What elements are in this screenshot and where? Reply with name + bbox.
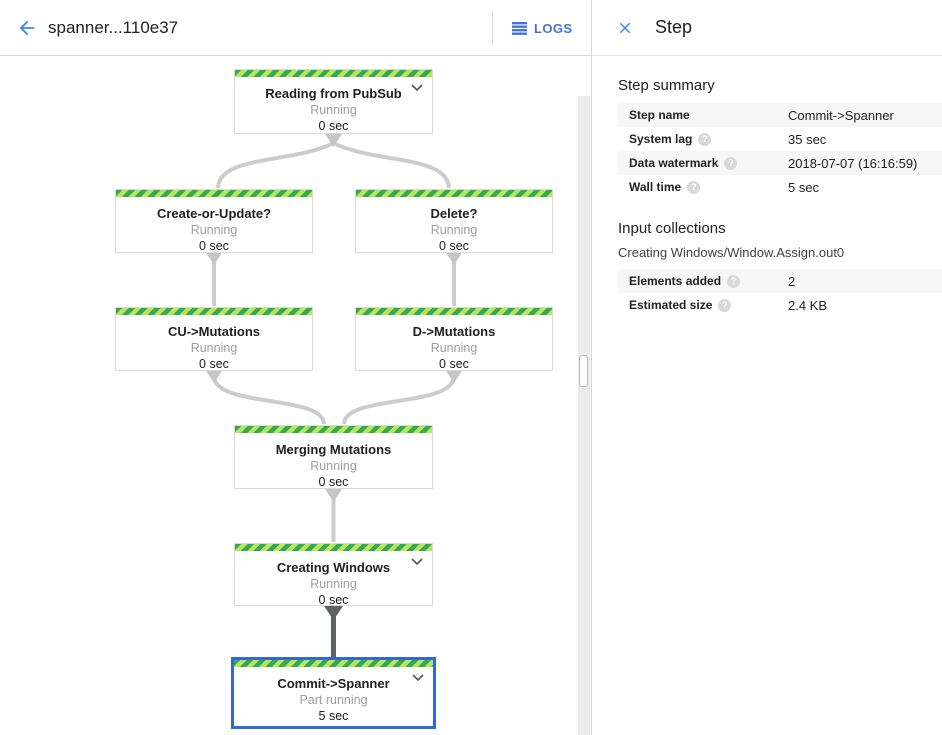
graph-node-d-mutations[interactable]: D->Mutations Running 0 sec — [355, 307, 553, 371]
row-value: 5 sec — [788, 179, 820, 195]
row-label-text: Step name — [629, 108, 690, 122]
node-title: CU->Mutations — [167, 324, 261, 339]
running-stripe — [356, 190, 552, 197]
node-title: Creating Windows — [276, 560, 391, 575]
row-label-text: Elements added — [629, 274, 722, 288]
step-panel-header: Step — [592, 0, 942, 56]
row-label: Elements added ? — [629, 274, 788, 288]
node-title: Merging Mutations — [275, 442, 392, 457]
running-stripe — [116, 190, 312, 197]
node-status: Running — [190, 223, 238, 237]
pipeline-graph: Reading from PubSub Running 0 sec Create… — [0, 57, 591, 735]
close-panel-button[interactable] — [615, 18, 635, 38]
panel-title: Step — [655, 17, 693, 37]
table-row: Data watermark ? 2018-07-07 (16:16:59) — [618, 151, 942, 175]
node-time: 0 sec — [318, 593, 349, 607]
close-icon — [619, 22, 631, 33]
row-label: Step name — [629, 108, 788, 122]
graph-node-cu-mutations[interactable]: CU->Mutations Running 0 sec — [115, 307, 313, 371]
running-stripe — [235, 70, 432, 77]
table-row: Estimated size ? 2.4 KB — [618, 293, 942, 317]
node-time: 0 sec — [318, 475, 349, 489]
graph-node-commit-spanner[interactable]: Commit->Spanner Part running 5 sec — [231, 657, 436, 729]
row-label: Data watermark ? — [629, 156, 788, 170]
table-row: Elements added ? 2 — [618, 269, 942, 293]
node-time: 0 sec — [439, 357, 469, 371]
header-divider — [492, 11, 493, 45]
row-label-text: Data watermark — [629, 156, 719, 170]
graph-edges — [206, 134, 462, 657]
logs-button-label: LOGS — [534, 20, 573, 36]
node-time: 0 sec — [439, 239, 469, 253]
graph-node-create-or-update[interactable]: Create-or-Update? Running 0 sec — [115, 189, 313, 253]
chevron-down-icon[interactable] — [411, 84, 423, 92]
node-status: Part running — [299, 693, 368, 707]
step-summary-heading: Step summary — [618, 77, 715, 94]
node-status: Running — [430, 223, 478, 237]
graph-node-creating-windows[interactable]: Creating Windows Running 0 sec — [234, 543, 433, 607]
table-row: Step name Commit->Spanner — [618, 103, 942, 127]
input-collection-name: Creating Windows/Window.Assign.out0 — [618, 245, 845, 260]
arrow-back-icon — [19, 20, 35, 36]
node-status: Running — [310, 459, 357, 473]
job-title: spanner...110e37 — [48, 18, 179, 37]
input-collections-heading: Input collections — [618, 220, 726, 237]
row-label: Estimated size ? — [629, 298, 788, 312]
row-label-text: Estimated size — [629, 298, 713, 312]
row-label: System lag ? — [629, 132, 788, 146]
row-label-text: System lag — [629, 132, 693, 146]
help-icon[interactable]: ? — [724, 156, 738, 170]
row-value: 35 sec — [788, 131, 827, 147]
node-time: 5 sec — [318, 709, 349, 723]
job-header: spanner...110e37 LOGS — [0, 0, 591, 56]
table-row: System lag ? 35 sec — [618, 127, 942, 151]
node-time: 0 sec — [199, 357, 229, 371]
running-stripe — [235, 544, 432, 551]
running-stripe — [116, 308, 312, 315]
node-time: 0 sec — [318, 119, 349, 133]
running-stripe — [235, 426, 432, 433]
node-status: Running — [310, 103, 357, 117]
node-status: Running — [310, 577, 357, 591]
node-status: Running — [430, 341, 478, 355]
chevron-down-icon[interactable] — [411, 558, 423, 566]
row-value: 2.4 KB — [788, 297, 828, 313]
node-time: 0 sec — [199, 239, 229, 253]
graph-node-delete[interactable]: Delete? Running 0 sec — [355, 189, 553, 253]
step-summary-table: Step name Commit->Spanner System lag ? 3… — [618, 103, 942, 199]
node-title: Reading from PubSub — [265, 86, 402, 101]
back-button[interactable] — [14, 16, 40, 40]
running-stripe — [234, 660, 433, 667]
running-stripe — [356, 308, 552, 315]
input-collections-table: Elements added ? 2 Estimated size ? 2.4 … — [618, 269, 942, 317]
row-value: Commit->Spanner — [788, 107, 894, 123]
help-icon[interactable]: ? — [687, 180, 701, 194]
row-label-text: Wall time — [629, 180, 682, 194]
step-details-panel: Step Step summary Step name Commit->Span… — [591, 0, 942, 735]
row-value: 2 — [788, 273, 796, 289]
help-icon[interactable]: ? — [718, 298, 732, 312]
help-icon[interactable]: ? — [698, 132, 712, 146]
node-title: Create-or-Update? — [156, 206, 272, 221]
node-title: D->Mutations — [412, 324, 496, 339]
table-row: Wall time ? 5 sec — [618, 175, 942, 199]
graph-node-reading-from-pubsub[interactable]: Reading from PubSub Running 0 sec — [234, 69, 433, 134]
row-value: 2018-07-07 (16:16:59) — [788, 155, 918, 171]
node-status: Running — [190, 341, 238, 355]
help-icon[interactable]: ? — [727, 274, 741, 288]
row-label: Wall time ? — [629, 180, 788, 194]
graph-vertical-scrollbar[interactable] — [578, 96, 590, 735]
node-title: Delete? — [430, 206, 478, 221]
logs-button[interactable]: LOGS — [506, 14, 578, 42]
graph-node-merging-mutations[interactable]: Merging Mutations Running 0 sec — [234, 425, 433, 489]
logs-list-icon — [512, 21, 527, 35]
scrollbar-thumb[interactable] — [579, 355, 588, 387]
node-title: Commit->Spanner — [277, 676, 390, 691]
chevron-down-icon[interactable] — [412, 674, 424, 682]
